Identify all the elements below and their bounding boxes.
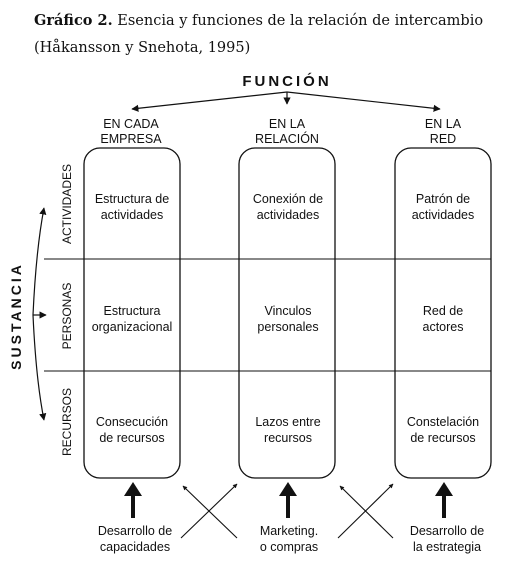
cell-grid: Estructura de actividades Conexión de ac… (92, 192, 479, 445)
substance-arrows (32, 207, 47, 421)
cell-text: Consecución (96, 415, 168, 429)
bottom-label-marketing-line1: Marketing. (260, 524, 318, 538)
figure-label: Gráfico 2. (34, 12, 113, 29)
figure-source: (Håkansson y Snehota, 1995) (34, 40, 251, 56)
cell-text: personales (257, 320, 318, 334)
column-header-relacion-line1: EN LA (269, 117, 306, 131)
cell-text: Lazos entre (255, 415, 320, 429)
row-label-recursos: RECURSOS (60, 388, 74, 456)
bottom-label-marketing-line2: o compras (260, 540, 318, 554)
cell-text: actores (423, 320, 464, 334)
row-label-personas: PERSONAS (60, 283, 74, 350)
function-title: FUNCIÓN (242, 72, 331, 90)
figure-caption: Gráfico 2. Esencia y funciones de la rel… (34, 12, 483, 29)
bottom-label-capacidades-line2: capacidades (100, 540, 170, 554)
column-box-empresa (83, 147, 181, 479)
bottom-up-arrows (124, 482, 453, 518)
cell-text: de recursos (99, 431, 164, 445)
cell-text: de recursos (410, 431, 475, 445)
cell-text: Vinculos (264, 304, 311, 318)
column-header-relacion-line2: RELACIÓN (255, 131, 319, 146)
cell-text: Conexión de (253, 192, 323, 206)
cell-text: organizacional (92, 320, 173, 334)
column-header-red-line2: RED (430, 132, 456, 146)
cell-text: Estructura de (95, 192, 169, 206)
substance-title: SUSTANCIA (8, 262, 24, 370)
figure-title: Esencia y funciones de la relación de in… (117, 13, 484, 29)
cell-text: recursos (264, 431, 312, 445)
bottom-label-estrategia-line2: la estrategia (413, 540, 481, 554)
bottom-labels: Desarrollo de capacidades Marketing. o c… (98, 524, 484, 554)
cell-text: Estructura (104, 304, 161, 318)
bottom-label-capacidades-line1: Desarrollo de (98, 524, 172, 538)
column-header-red-line1: EN LA (425, 117, 462, 131)
row-label-actividades: ACTIVIDADES (60, 164, 74, 244)
cell-text: Red de (423, 304, 463, 318)
column-header-empresa-line2: EMPRESA (100, 132, 162, 146)
cell-text: actividades (101, 208, 164, 222)
column-box-red (394, 147, 492, 479)
bottom-label-estrategia-line1: Desarrollo de (410, 524, 484, 538)
cell-text: actividades (412, 208, 475, 222)
column-header-empresa-line1: EN CADA (103, 117, 159, 131)
cell-text: actividades (257, 208, 320, 222)
function-arrows (131, 91, 441, 112)
column-box-relacion (238, 147, 336, 479)
cell-text: Patrón de (416, 192, 470, 206)
cell-text: Constelación (407, 415, 479, 429)
crossing-arrows (180, 483, 394, 539)
